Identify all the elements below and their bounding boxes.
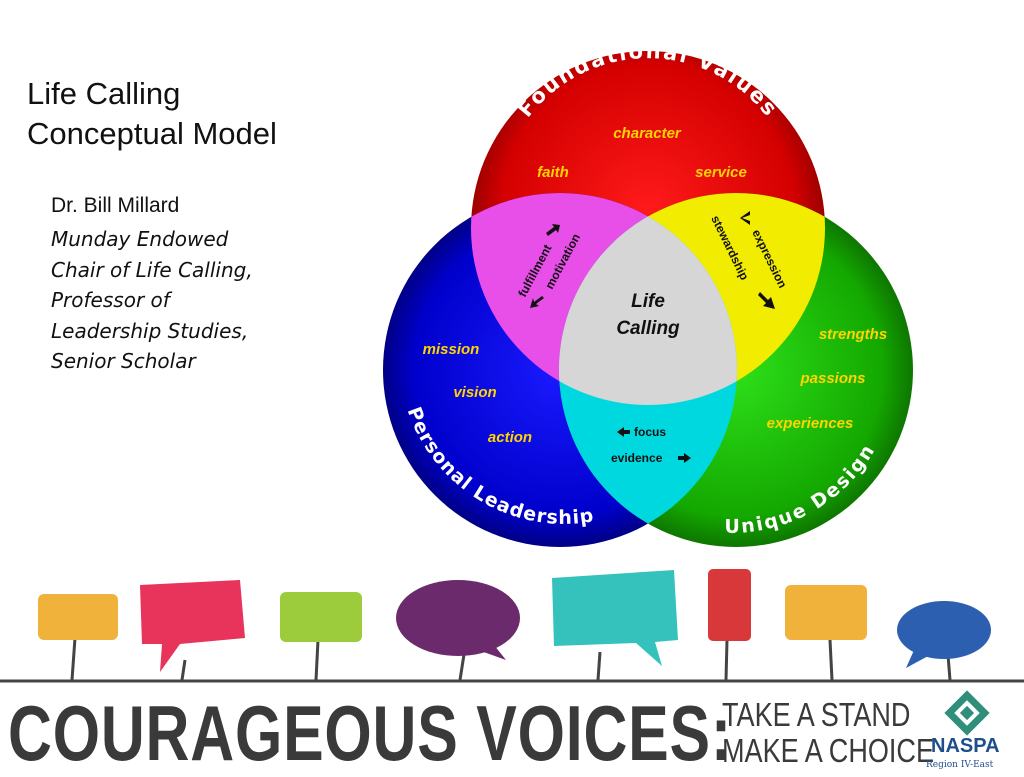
speech-bubble-green — [280, 592, 362, 642]
arrow-right-icon — [546, 224, 560, 236]
affiliation-line: Chair of Life Calling, — [51, 257, 253, 282]
item-mission: mission — [423, 341, 480, 358]
tagline-line-2: MAKE A CHOICE — [722, 732, 935, 769]
arrow-left-icon — [740, 211, 750, 225]
arrow-left-icon — [617, 427, 630, 437]
affiliation-line: Senior Scholar — [51, 349, 196, 373]
arrow-left-icon — [530, 296, 544, 308]
arrow-right-icon — [678, 453, 691, 463]
speech-bubble-red — [708, 569, 751, 641]
author-affiliation: Munday Endowed Chair of Life Calling, Pr… — [51, 224, 311, 377]
tagline-line-1: TAKE A STAND — [722, 696, 911, 733]
author-name: Dr. Bill Millard — [51, 194, 180, 217]
affiliation-line: Leadership Studies, — [51, 318, 249, 343]
page-title: Life Calling Conceptual Model — [27, 74, 277, 154]
arrow-down-right-icon — [758, 292, 775, 309]
center-life-calling — [559, 193, 737, 405]
item-character: character — [613, 125, 682, 142]
bubble-stick — [946, 654, 952, 681]
speech-bubble-blue — [897, 601, 991, 668]
item-strengths: strengths — [819, 326, 887, 343]
bubble-stick — [828, 639, 834, 681]
bubble-stick — [596, 651, 602, 681]
speech-bubble-purple — [396, 580, 520, 660]
title-line-1: Life Calling — [27, 76, 181, 111]
bubble-stick — [180, 659, 187, 681]
bubble-stick — [70, 637, 77, 681]
title-line-2: Conceptual Model — [27, 116, 277, 151]
item-passions: passions — [799, 370, 865, 387]
item-evidence: evidence — [611, 451, 663, 465]
banner-headline: COURAGEOUS VOICES: — [8, 689, 732, 777]
venn-diagram: Foundational Values Personal Leadership … — [383, 50, 913, 547]
item-vision: vision — [453, 384, 496, 401]
speech-bubble-pink — [140, 580, 245, 672]
speech-bubble-orange — [38, 594, 118, 640]
center-label-line-1: Life — [631, 291, 665, 312]
speech-bubble-orange-2 — [785, 585, 867, 640]
naspa-region-text: Region IV-East — [926, 760, 994, 770]
bubble-stick — [314, 639, 320, 681]
item-service: service — [695, 164, 747, 181]
item-faith: faith — [537, 164, 569, 181]
affiliation-line: Munday Endowed — [51, 227, 229, 251]
affiliation-line: Professor of — [51, 288, 170, 312]
speech-bubble-teal — [552, 570, 678, 666]
bubble-stick — [724, 639, 729, 681]
naspa-logo-text: NASPA — [931, 735, 1000, 757]
banner-tagline: TAKE A STAND MAKE A CHOICE — [722, 697, 934, 769]
item-focus: focus — [634, 425, 666, 439]
item-action: action — [488, 429, 532, 446]
center-label-line-2: Calling — [616, 318, 680, 339]
item-experiences: experiences — [767, 415, 854, 432]
banner-graphic — [0, 569, 1024, 736]
naspa-logo-icon — [944, 690, 990, 736]
